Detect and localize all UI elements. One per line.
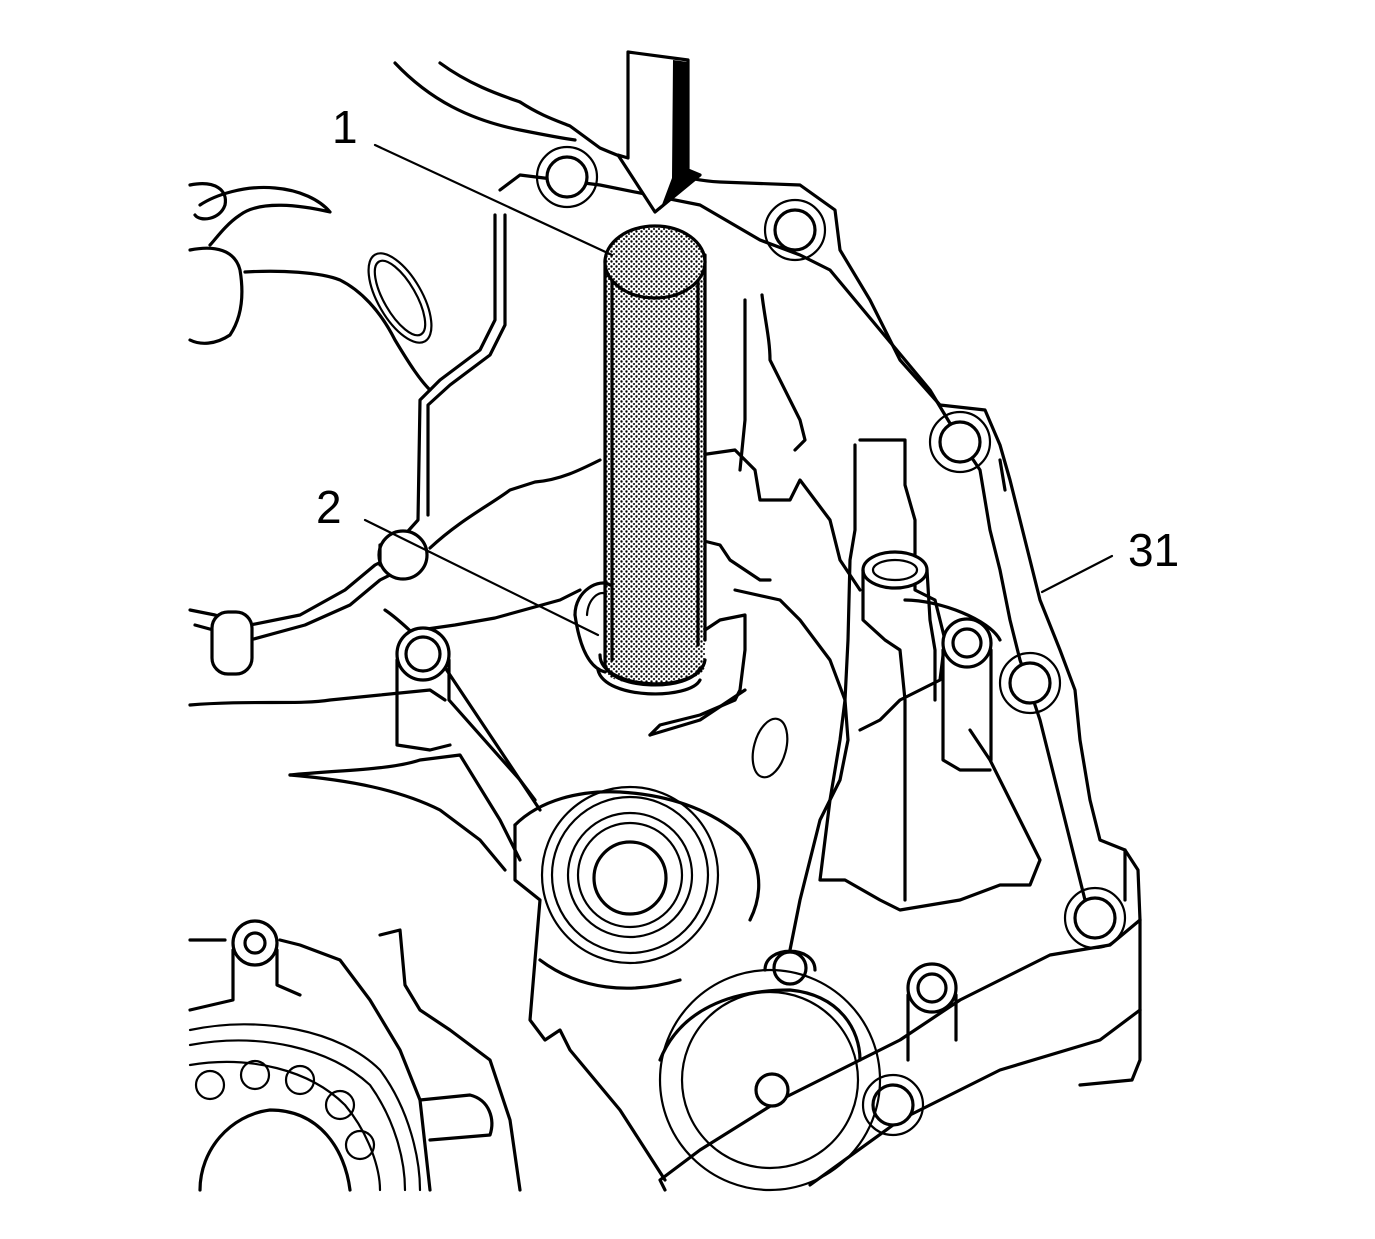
bottom-left-gear [188,919,522,1192]
callout-2: 2 [316,481,342,533]
down-arrow-icon [616,50,702,214]
bearing-bore [513,785,761,1182]
bolt-hole [871,1083,915,1127]
callout-1: 1 [332,101,358,153]
leader-2 [363,518,600,637]
bolt-hole [773,208,817,252]
case-flange [393,61,1142,1192]
leader-31 [1040,554,1114,594]
oval-port [367,252,433,344]
upper-left-castings [188,182,507,542]
line-fitting [210,610,254,676]
standing-tubes [861,550,1002,902]
callout-leaders [363,143,1114,637]
shaft-bore [592,840,668,916]
tube-boss-left [288,626,542,872]
bolt-hole [938,420,982,464]
bolt-hole [1073,896,1117,940]
oil-line [188,529,429,676]
bottom-right-bosses [658,949,958,1192]
slot [751,717,789,779]
flange-bolt-holes [535,145,1127,1137]
callout-31: 31 [1128,524,1179,576]
leader-1 [373,143,614,257]
tool-top-face [603,224,707,300]
bolt-hole [1008,661,1052,705]
installer-tool [573,224,707,696]
bolt-hole [545,155,589,199]
